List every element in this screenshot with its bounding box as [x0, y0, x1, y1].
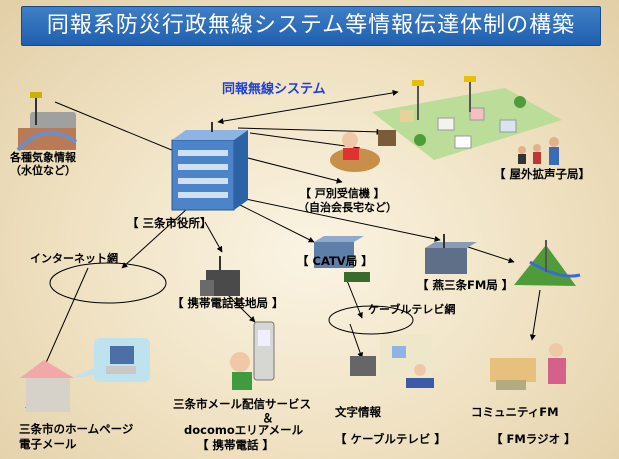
fm-radio-icon — [490, 343, 566, 390]
cable-tv-label: 【 ケーブルテレビ 】 — [335, 432, 446, 446]
home-receiver-icon — [330, 130, 396, 172]
city-hall-building-icon — [171, 122, 248, 211]
outdoor-speaker-label: 【 屋外拡声子局】 — [494, 167, 591, 181]
homepage-house-icon — [20, 338, 150, 412]
mobile-base-station-label: 【 携帯電話基地局 】 — [172, 296, 284, 310]
fm-station-icon — [425, 234, 477, 274]
catv-station-label: 【 CATV局 】 — [297, 254, 373, 268]
internet-network-ellipse — [49, 262, 167, 304]
home-receiver-sublabel: （自治会長宅など） — [298, 201, 397, 214]
cable-tv-icon — [350, 334, 434, 388]
weather-info-sublabel: （水位など） — [10, 164, 76, 177]
catv-station-icon — [314, 236, 370, 282]
mobile-base-station-icon — [200, 256, 240, 296]
fm-radio-label: 【 FMラジオ 】 — [491, 432, 576, 446]
email-label: 電子メール — [19, 437, 77, 451]
system-label: 同報無線システム — [222, 82, 326, 97]
mobile-phone-label: 【 携帯電話 】 — [197, 438, 275, 452]
mobile-phone-icon — [230, 321, 275, 390]
town-speaker-area-icon — [372, 76, 562, 160]
homepage-label: 三条市のホームページ — [19, 422, 134, 436]
cable-network-label: ケーブルテレビ網 — [368, 303, 456, 316]
mountain-tower-icon — [514, 240, 581, 286]
page-title: 同報系防災行政無線システム等情報伝達体制の構築 — [21, 6, 601, 46]
cable-network-ellipse — [328, 305, 414, 335]
community-fm-label: コミュニティFM — [471, 405, 559, 419]
weather-info-label: 各種気象情報 — [10, 151, 76, 164]
city-hall-label: 【 三条市役所】 — [127, 216, 212, 230]
mail-ampersand-label: ＆ — [262, 411, 274, 425]
docomo-area-mail-label: docomoエリアメール — [184, 423, 304, 437]
internet-network-label: インターネット網 — [30, 252, 118, 265]
mail-service-label: 三条市メール配信サービス — [173, 397, 311, 411]
home-receiver-label: 【 戸別受信機 】 — [300, 187, 385, 200]
fm-station-label: 【 燕三条FM局 】 — [417, 278, 514, 292]
teletext-label: 文字情報 — [335, 405, 381, 419]
connection-arrows — [25, 89, 541, 409]
people-icon — [518, 137, 559, 165]
weather-sensor-icon — [16, 92, 78, 152]
